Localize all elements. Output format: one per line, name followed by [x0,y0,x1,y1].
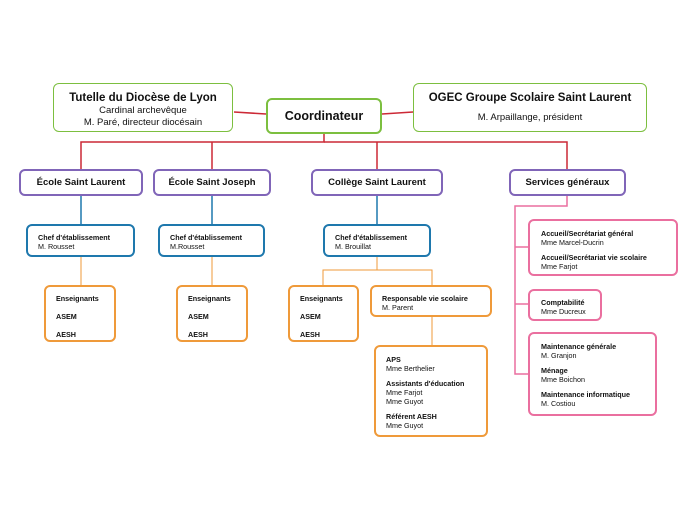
services-group-accueil: Accueil/Secrétariat général Mme Marcel-D… [528,219,678,276]
vie-scolaire-role: Référent AESH [386,412,437,421]
chef-name: M. Brouillat [335,242,371,251]
staff-item: AESH [56,330,76,339]
chef-3-to-staff [322,257,378,285]
responsable-title: Responsable vie scolaire [382,294,468,303]
service-title: Maintenance informatique [541,390,631,399]
responsable-name: M. Parent [382,303,414,312]
ogec-connector [381,111,414,115]
ogec-title: OGEC Groupe Scolaire Saint Laurent [428,92,632,104]
chef-name: M.Rousset [170,242,205,251]
chef-3-to-responsable [377,269,433,285]
chef-ecole-saint-laurent: Chef d'établissement M. Rousset [26,224,135,257]
school-name: École Saint Joseph [168,177,256,188]
service-title: Accueil/Secrétariat vie scolaire [541,253,647,262]
ogec-line-1: M. Arpaillange, président [477,112,583,123]
tutelle-connector [233,111,267,115]
tutelle-box: Tutelle du Diocèse de Lyon Cardinal arch… [53,83,233,132]
coordinateur-title: Coordinateur [284,109,364,123]
services-group-comptabilite: Comptabilité Mme Ducreux [528,289,602,321]
services-title: Services généraux [525,177,610,188]
coord-to-services [324,141,568,170]
coordinateur-box: Coordinateur [266,98,382,134]
school-name: Collège Saint Laurent [328,177,426,188]
tutelle-line-1: Cardinal archevêque [99,105,187,116]
chef-college-saint-laurent: Chef d'établissement M. Brouillat [323,224,431,257]
vie-scolaire-name: Mme Guyot [386,421,424,430]
chef-title: Chef d'établissement [170,233,243,242]
school-college-saint-laurent: Collège Saint Laurent [311,169,443,196]
tutelle-line-2: M. Paré, directeur diocésain [83,117,203,128]
service-title: Comptabilité [541,298,585,307]
vie-scolaire-role: Assistants d'éducation [386,379,465,388]
staff-item: ASEM [300,312,321,321]
staff-item: AESH [300,330,320,339]
services-trunk [514,196,568,375]
staff-college-saint-laurent: Enseignants ASEM AESH [288,285,359,342]
vie-scolaire-name: Mme Guyot [386,397,424,406]
staff-item: Enseignants [300,294,343,303]
service-title: Ménage [541,366,568,375]
staff-item: AESH [188,330,208,339]
chef-ecole-saint-joseph: Chef d'établissement M.Rousset [158,224,265,257]
school-name: École Saint Laurent [36,177,126,188]
services-group-maintenance: Maintenance générale M. Granjon Ménage M… [528,332,657,416]
school-ecole-saint-laurent: École Saint Laurent [19,169,143,196]
chef-name: M. Rousset [38,242,75,251]
ogec-box: OGEC Groupe Scolaire Saint Laurent M. Ar… [413,83,647,132]
service-name: Mme Marcel-Ducrin [541,238,604,247]
staff-item: ASEM [56,312,77,321]
chef-title: Chef d'établissement [38,233,111,242]
tutelle-title: Tutelle du Diocèse de Lyon [69,92,217,104]
staff-ecole-saint-laurent: Enseignants ASEM AESH [44,285,116,342]
staff-item: ASEM [188,312,209,321]
service-title: Maintenance générale [541,342,617,351]
staff-ecole-saint-joseph: Enseignants ASEM AESH [176,285,248,342]
vie-scolaire-staff-box: APS Mme Berthelier Assistants d'éducatio… [374,345,488,437]
service-name: M. Granjon [541,351,577,360]
school-ecole-saint-joseph: École Saint Joseph [153,169,271,196]
responsable-vie-scolaire-box: Responsable vie scolaire M. Parent [370,285,492,317]
service-name: Mme Ducreux [541,307,586,316]
services-generaux-box: Services généraux [509,169,626,196]
service-title: Accueil/Secrétariat général [541,229,634,238]
vie-scolaire-name: Mme Farjot [386,388,423,397]
vie-scolaire-role: APS [386,355,401,364]
coord-to-school-1 [80,133,325,170]
chef-title: Chef d'établissement [335,233,408,242]
vie-scolaire-name: Mme Berthelier [386,364,435,373]
service-name: Mme Boichon [541,375,585,384]
staff-item: Enseignants [56,294,99,303]
service-name: M. Costiou [541,399,576,408]
service-name: Mme Farjot [541,262,578,271]
staff-item: Enseignants [188,294,231,303]
